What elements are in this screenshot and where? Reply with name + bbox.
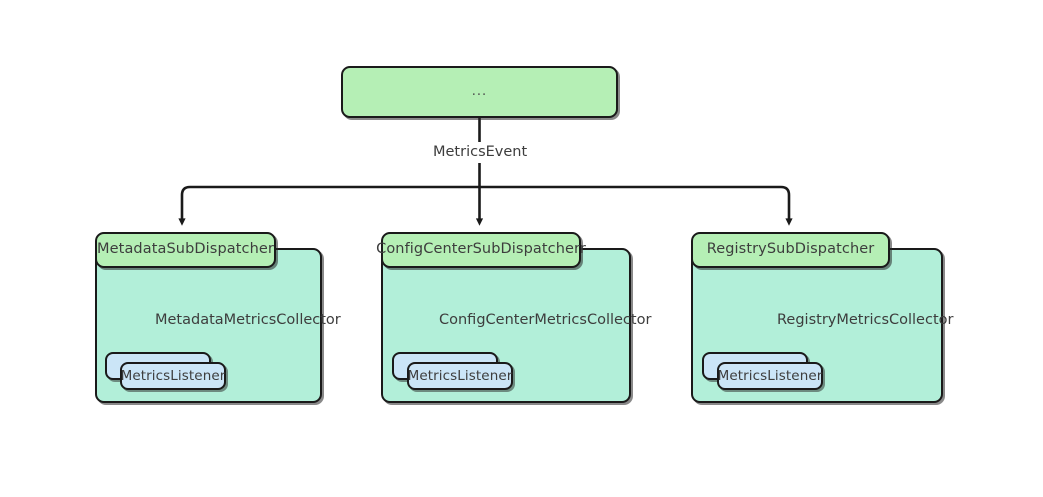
root-node[interactable]: ... <box>341 66 618 118</box>
listener-front-card-metadata[interactable]: MetricsListener <box>120 362 226 390</box>
dispatcher-label-metadata: MetadataSubDispatcher <box>97 241 274 258</box>
listener-label-configcenter: MetricsListener <box>407 367 513 384</box>
dispatcher-label-configcenter: ConfigCenterSubDispatcherr <box>376 241 586 258</box>
dispatcher-registry[interactable]: RegistrySubDispatcher <box>691 232 890 268</box>
dispatcher-label-registry: RegistrySubDispatcher <box>706 241 875 258</box>
collector-label-configcenter: ConfigCenterMetricsCollector <box>439 312 652 328</box>
collector-label-metadata: MetadataMetricsCollector <box>155 312 341 328</box>
listener-front-card-registry[interactable]: MetricsListener <box>717 362 823 390</box>
dispatcher-configcenter[interactable]: ConfigCenterSubDispatcherr <box>376 232 586 268</box>
dispatcher-metadata[interactable]: MetadataSubDispatcher <box>95 232 276 268</box>
collector-label-registry: RegistryMetricsCollector <box>777 312 954 328</box>
listener-label-registry: MetricsListener <box>717 367 823 384</box>
listener-stack-configcenter[interactable]: MetricsListener <box>392 352 518 394</box>
listener-stack-registry[interactable]: MetricsListener <box>702 352 828 394</box>
listener-stack-metadata[interactable]: MetricsListener <box>105 352 231 394</box>
listener-label-metadata: MetricsListener <box>120 367 226 384</box>
edge-label-metrics-event: MetricsEvent <box>427 144 534 160</box>
listener-front-card-configcenter[interactable]: MetricsListener <box>407 362 513 390</box>
root-node-label: ... <box>471 83 488 99</box>
